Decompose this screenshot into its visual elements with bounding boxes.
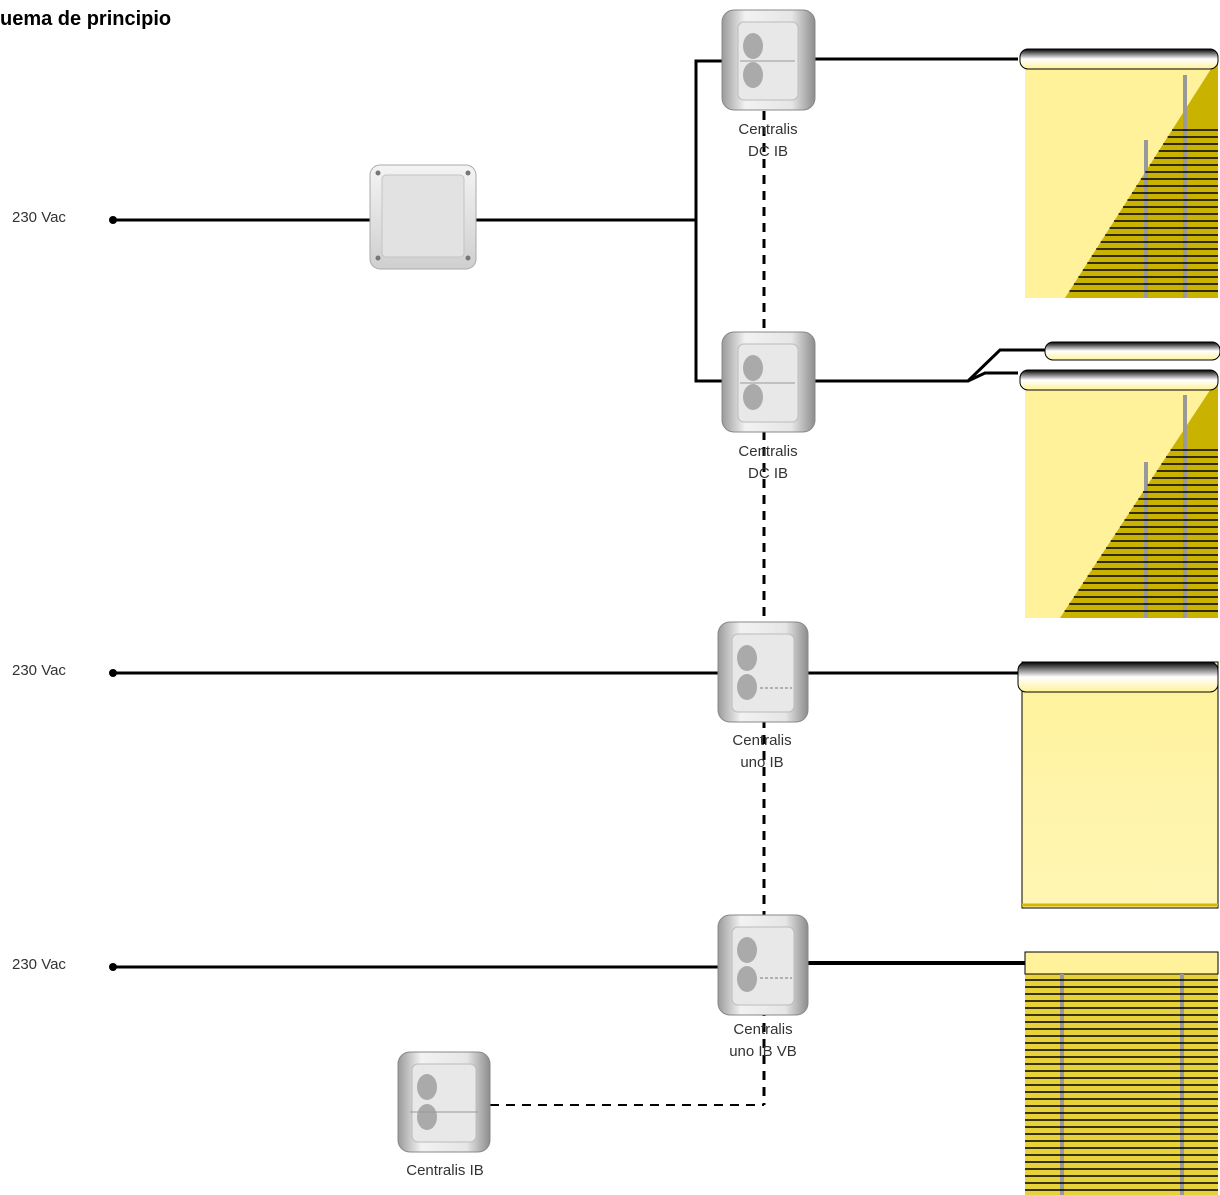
controller-model: DC IB	[747, 465, 788, 482]
controller-label-2: Centralis DC IB	[718, 441, 818, 485]
controller-name: Centralis IB	[406, 1162, 484, 1179]
controller-label-5: Centralis IB	[380, 1160, 510, 1182]
supply-label-1: 230 Vac	[12, 209, 66, 226]
switch-device-icon-5	[397, 1051, 491, 1153]
controller-label-4: Centralis uno IB VB	[708, 1019, 818, 1063]
roller-shade-icon	[1017, 661, 1219, 909]
controller-model: uno IB VB	[729, 1043, 797, 1060]
supply-terminals	[109, 216, 117, 971]
switch-device-icon-4	[717, 914, 809, 1016]
controller-name: Centralis	[733, 1021, 793, 1038]
controller-name: Centralis	[738, 121, 798, 138]
venetian-blind-icon-1	[1019, 48, 1219, 298]
supply-label-3: 230 Vac	[12, 956, 66, 973]
controller-model: uno IB	[740, 754, 784, 771]
switch-device-icon-2	[721, 331, 816, 433]
switch-device-icon-3	[717, 621, 809, 723]
page-title: uema de principio	[0, 8, 172, 30]
wires	[113, 57, 1045, 969]
venetian-blind-icon-3	[1024, 951, 1219, 1195]
controller-name: Centralis	[732, 732, 792, 749]
switch-device-icon-1	[721, 9, 816, 111]
controller-name: Centralis	[738, 443, 798, 460]
transformer-box-icon	[369, 164, 477, 270]
slat-lines	[1025, 129, 1218, 1191]
controller-model: DC IB	[747, 143, 788, 160]
controller-label-1: Centralis DC IB	[718, 119, 818, 163]
supply-label-2: 230 Vac	[12, 662, 66, 679]
venetian-blind-icon-2	[1019, 341, 1220, 618]
controller-label-3: Centralis uno IB	[712, 730, 812, 774]
